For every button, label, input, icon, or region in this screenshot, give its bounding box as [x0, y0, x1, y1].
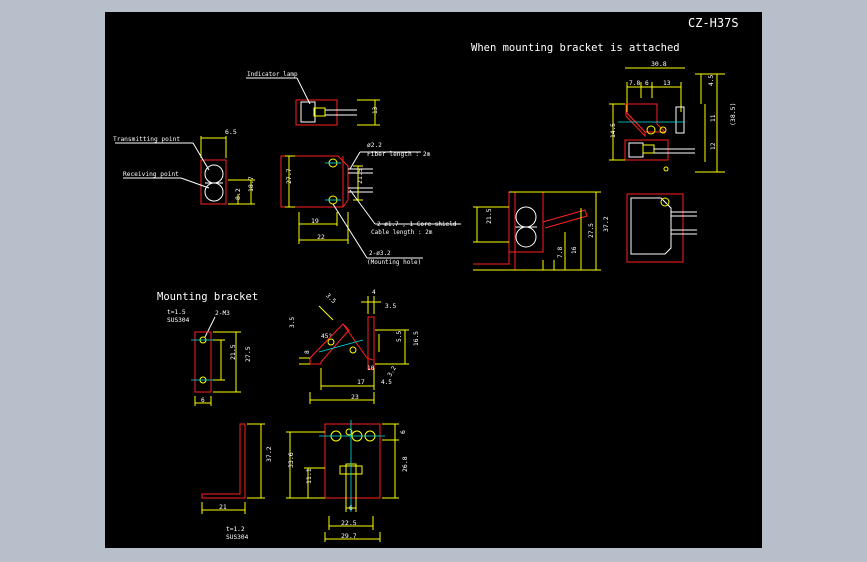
dim-6.5: 6.5	[225, 128, 237, 136]
dim-13b: 13	[663, 80, 671, 87]
dim-16.5: 16.5	[413, 331, 420, 346]
dim-3.5b: 3.5	[385, 303, 396, 310]
dim-37.2b: 37.2	[265, 446, 273, 462]
label-t-1.5: t=1.5	[167, 309, 186, 316]
label-sus304-b: SUS304	[226, 534, 249, 541]
dim-6b: 6	[201, 397, 205, 404]
dim-12: 12	[710, 142, 717, 150]
dim-27.5: 27.5	[588, 223, 595, 238]
section-mounting-bracket: Mounting bracket	[157, 291, 258, 303]
technical-drawing: CZ-H37S When mounting bracket is attache…	[113, 16, 739, 542]
dim-38.5: (38.5)	[729, 103, 737, 126]
side-view: 27.7 21.5 19 22 ø2.2 Fiber length : 2m 2…	[280, 142, 461, 266]
label-t-1.2: t=1.2	[226, 526, 245, 533]
dim-8.2: 8.2	[234, 188, 242, 200]
dim-22: 22	[317, 233, 325, 241]
dim-3.5c: 3.5	[289, 317, 296, 328]
dim-26.8: 26.8	[401, 456, 409, 472]
dim-14.5: 14.5	[610, 123, 617, 138]
attached-front-view: 21.5 7.8 16 27.5 37.2	[473, 191, 610, 271]
dim-45-degree: 45°	[321, 332, 332, 340]
dim-3.2: 3.2	[386, 365, 398, 378]
label-phi-2.2: ø2.2	[367, 142, 382, 149]
label-transmitting-point: Transmitting point	[113, 136, 180, 143]
dim-4.5a: 4.5	[708, 75, 715, 86]
header-bracket-attached: When mounting bracket is attached	[471, 42, 680, 54]
label-cable-core: 2-ø1.7 , 1-Core shield	[377, 221, 457, 228]
dim-19: 19	[311, 217, 319, 225]
dim-13: 13	[372, 106, 379, 114]
label-receiving-point: Receiving point	[123, 171, 179, 178]
label-indicator-lamp: Indicator lamp	[247, 71, 298, 78]
indicator-lamp-view: 13 Indicator lamp	[246, 71, 380, 126]
dim-21: 21	[219, 503, 227, 511]
attached-side-view	[626, 193, 697, 263]
dim-27.7: 27.7	[285, 168, 293, 184]
dim-7.8a: 7.8	[629, 80, 640, 87]
front-view: 6.5 18.7 8.2 Transmitting point Receivin…	[113, 128, 255, 205]
model-title: CZ-H37S	[688, 16, 739, 30]
dim-30.8: 30.8	[651, 60, 667, 68]
attached-top-view: 30.8 7.8 6 13 14.5 4.5 11 12 (38.5)	[609, 60, 737, 173]
label-fiber-length: Fiber length : 2m	[367, 151, 431, 158]
label-sus304-a: SUS304	[167, 317, 190, 324]
label-mounting-hole: (Mounting hole)	[367, 259, 421, 266]
dim-11: 11	[710, 114, 717, 122]
dim-4.5b: 4.5	[381, 379, 392, 386]
label-2-m3: 2-M3	[215, 310, 230, 317]
dim-11.1: 11.1	[305, 468, 313, 484]
dim-33.6: 33.6	[287, 452, 295, 468]
dim-16: 16	[571, 246, 578, 254]
dim-5.5: 5.5	[396, 331, 403, 342]
dim-6d: 6	[349, 505, 353, 512]
dim-8: 8	[304, 350, 311, 354]
bracket-front-view: t=1.5 SUS304 2-M3 21.5 27.5 6	[167, 309, 252, 406]
dim-7.8b: 7.8	[557, 247, 564, 258]
dim-3.5a: 3.5	[324, 292, 337, 305]
dim-17: 17	[357, 378, 365, 386]
label-cable-length: Cable length : 2m	[371, 229, 433, 236]
dim-37.2a: 37.2	[602, 216, 610, 232]
dim-6a: 6	[645, 80, 649, 87]
dim-27.5b: 27.5	[244, 346, 252, 362]
dim-21.5: 21.5	[356, 168, 364, 184]
label-hole: 2-ø3.2	[369, 250, 391, 257]
dim-21.5b: 21.5	[485, 208, 493, 224]
bracket-angle-view: 3.5 4 3.5 3.5 45° 8 5.5 16.5 10 3.2 4.5 …	[289, 289, 420, 404]
drawing-sheet: CZ-H37S When mounting bracket is attache…	[105, 12, 762, 548]
dim-23: 23	[351, 393, 359, 401]
bracket-flat-view: 33.6 11.1 6 26.8 6 22.5 29.7	[286, 420, 409, 542]
dim-21.5c: 21.5	[229, 344, 237, 360]
dim-18.7: 18.7	[247, 176, 255, 192]
bracket-l-profile: 37.2 21 t=1.2 SUS304	[201, 423, 273, 541]
dim-6c: 6	[399, 430, 407, 434]
dim-10: 10	[367, 365, 375, 372]
dim-29.7: 29.7	[341, 532, 357, 540]
dim-4: 4	[372, 289, 376, 296]
dim-22.5: 22.5	[341, 519, 357, 527]
